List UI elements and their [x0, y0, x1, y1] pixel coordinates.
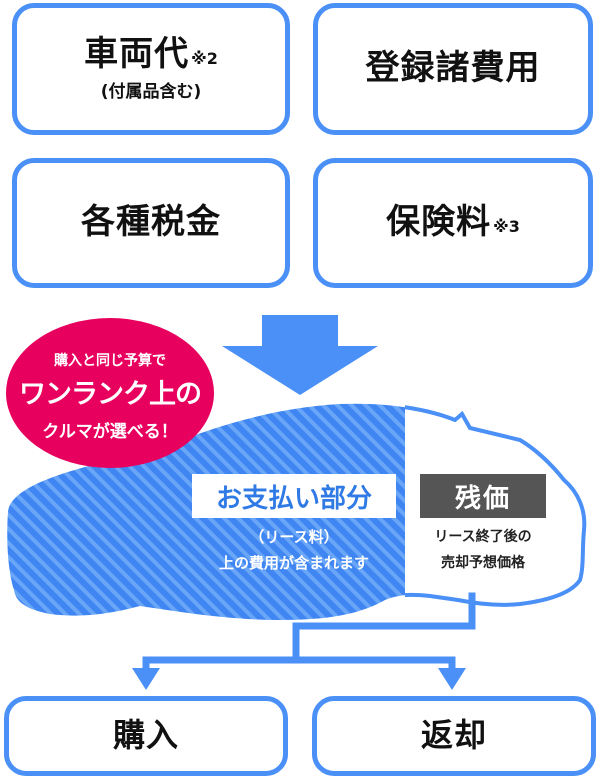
- arrow-purchase-icon: [132, 668, 160, 690]
- return-box: 返却: [312, 696, 596, 776]
- purchase-label: 購入: [112, 716, 179, 755]
- insurance-note: ※3: [493, 217, 520, 237]
- vehicle-cost-label: 車両代: [84, 33, 190, 74]
- payment-title: お支払い部分: [192, 474, 396, 518]
- residual-line-1: リース終了後の: [434, 529, 532, 545]
- residual-line-2: 売却予想価格: [441, 555, 525, 571]
- arrow-return-icon: [438, 668, 466, 690]
- purchase-box: 購入: [4, 696, 288, 776]
- payment-line-2: 上の費用が含まれます: [218, 554, 369, 572]
- rank-up-badge: 購入と同じ予算で ワンランク上の クルマが選べる！: [6, 318, 214, 468]
- badge-line-1: 購入と同じ予算で: [54, 353, 166, 369]
- down-arrow-icon: [222, 315, 378, 395]
- vehicle-cost-note: ※2: [191, 48, 218, 68]
- residual-title: 残価: [420, 474, 546, 518]
- badge-line-3: クルマが選べる！: [42, 422, 178, 442]
- vehicle-cost-sub: (付属品含む): [100, 82, 202, 103]
- insurance-box: 保険料※3: [313, 158, 593, 288]
- taxes-box: 各種税金: [12, 158, 290, 288]
- registration-cost-label: 登録諸費用: [365, 48, 541, 89]
- taxes-label: 各種税金: [81, 202, 221, 243]
- badge-line-2: ワンランク上の: [19, 379, 202, 410]
- registration-cost-box: 登録諸費用: [313, 3, 593, 135]
- return-label: 返却: [420, 716, 487, 755]
- payment-line-1: （リース料）: [249, 528, 339, 546]
- insurance-label: 保険料: [386, 202, 492, 243]
- flow-connector: [142, 592, 476, 676]
- vehicle-cost-box: 車両代※2 (付属品含む): [12, 3, 290, 135]
